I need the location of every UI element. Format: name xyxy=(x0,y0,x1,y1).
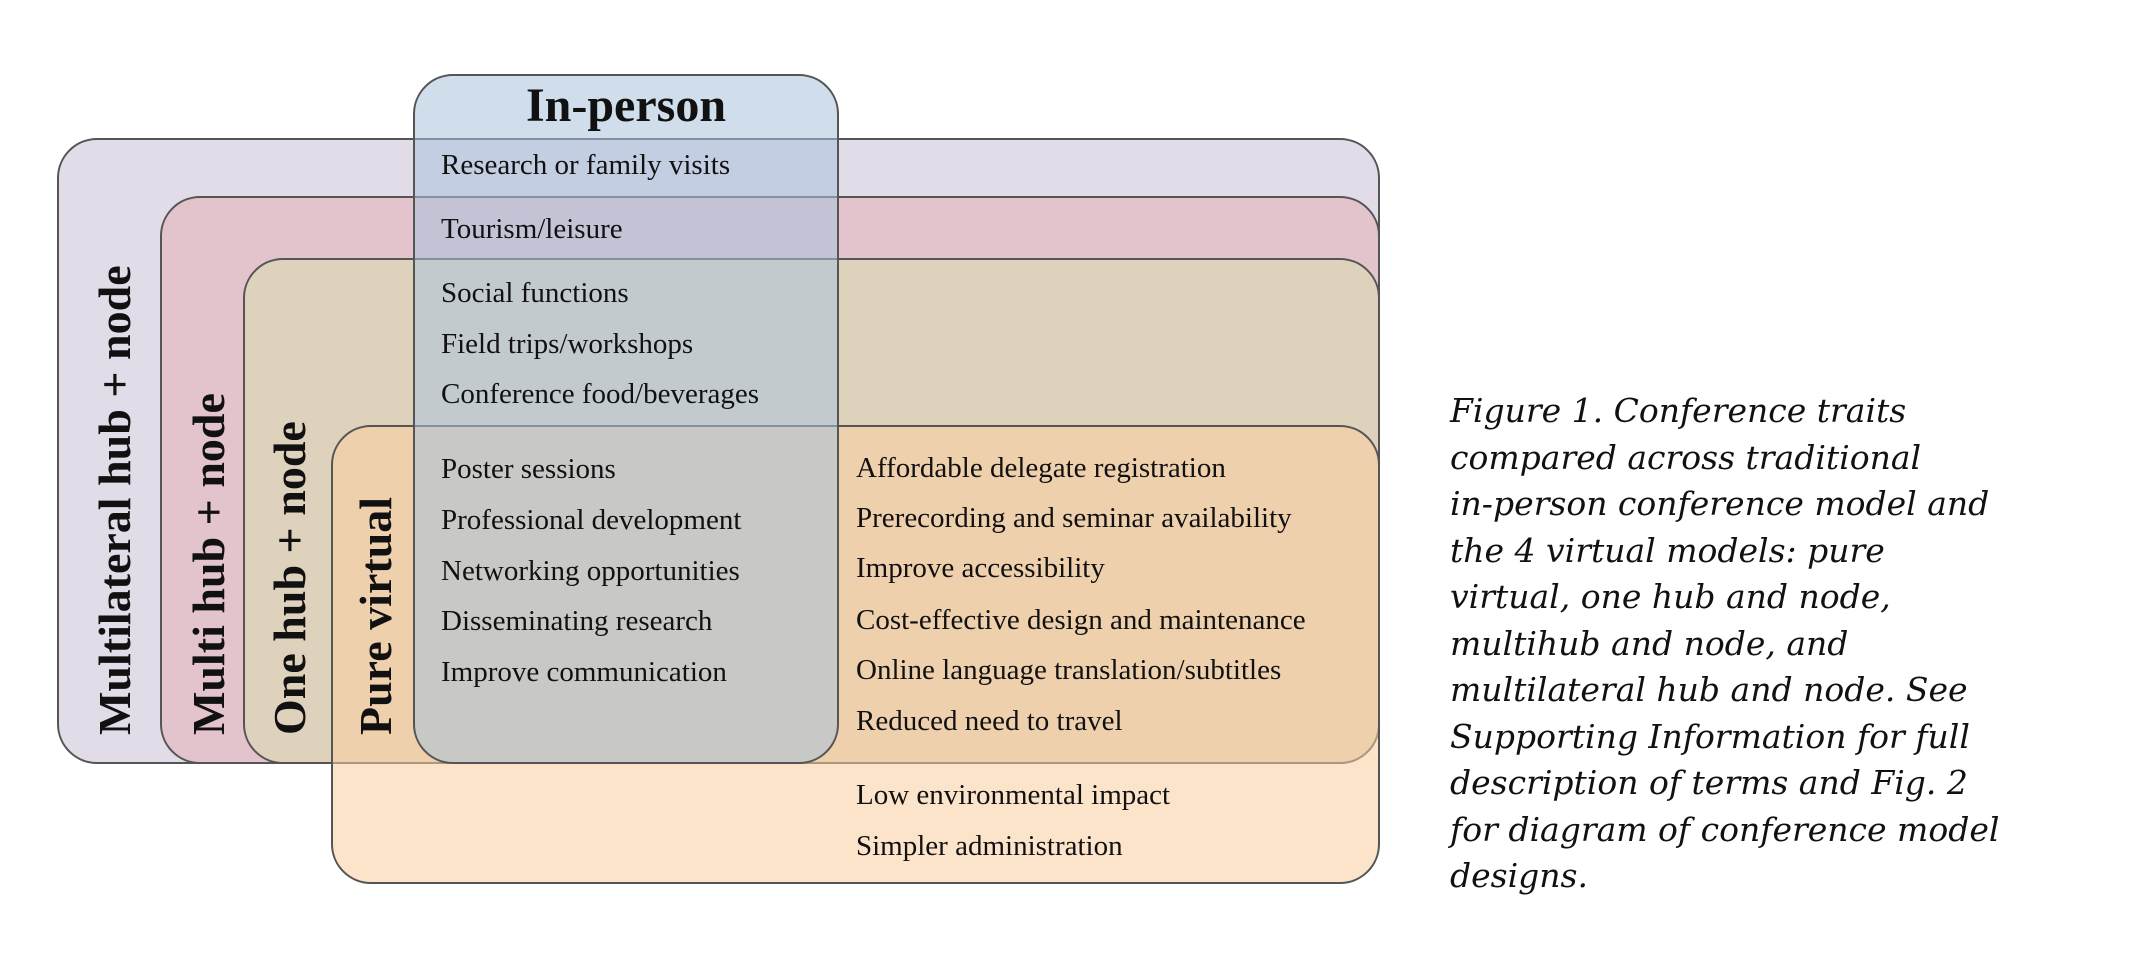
trait-item: Reduced need to travel xyxy=(856,705,1123,737)
in-person-title: In-person xyxy=(525,79,727,132)
trait-item: Low environmental impact xyxy=(856,779,1171,811)
trait-item: Cost-effective design and maintenance xyxy=(856,604,1306,636)
multi-hub-node-label: Multi hub + node xyxy=(183,393,234,735)
trait-item: Improve accessibility xyxy=(856,552,1105,584)
multilateral-hub-node-label: Multilateral hub + node xyxy=(89,265,140,735)
trait-item: Poster sessions xyxy=(441,453,616,485)
trait-item: Prerecording and seminar availability xyxy=(856,502,1292,534)
trait-item: Affordable delegate registration xyxy=(856,452,1226,484)
trait-item: Disseminating research xyxy=(441,605,713,637)
trait-item: Conference food/beverages xyxy=(441,378,760,410)
in-person-region xyxy=(413,74,839,764)
figure-caption: Figure 1. Conference traits compared acr… xyxy=(1450,391,2000,895)
trait-item: Improve communication xyxy=(441,656,727,688)
trait-item: Field trips/workshops xyxy=(441,328,694,360)
trait-item: Research or family visits xyxy=(441,149,731,181)
trait-item: Simpler administration xyxy=(856,830,1123,862)
trait-item: Tourism/leisure xyxy=(441,213,623,245)
trait-item: Professional development xyxy=(441,504,742,536)
one-hub-node-label: One hub + node xyxy=(264,421,315,735)
trait-item: Online language translation/subtitles xyxy=(856,654,1282,686)
trait-item: Networking opportunities xyxy=(441,555,740,587)
trait-item: Social functions xyxy=(441,277,629,309)
pure-virtual-label: Pure virtual xyxy=(350,496,401,735)
